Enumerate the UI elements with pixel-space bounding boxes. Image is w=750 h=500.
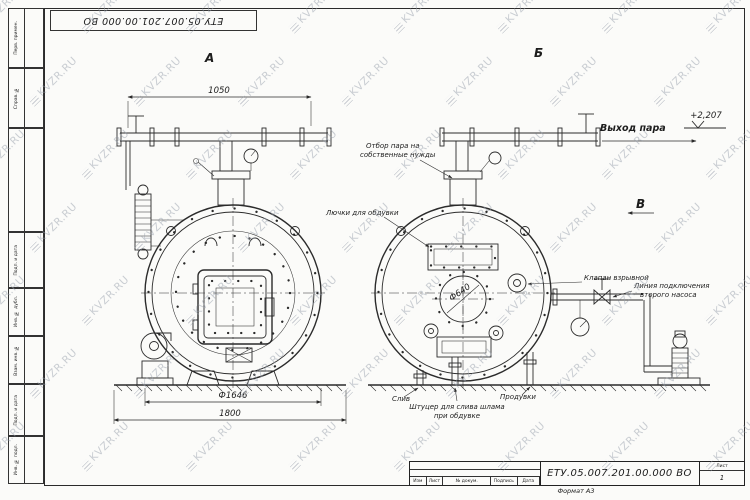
frame-stamp-label: Подп. и дата	[14, 394, 19, 426]
lifting-lug	[166, 226, 176, 236]
svg-text:1050: 1050	[208, 86, 230, 96]
handhole	[488, 325, 504, 341]
pressure-gauge	[243, 148, 259, 171]
frame-stamp-label: Инв. № дубл.	[14, 296, 19, 328]
title-block: Изм Лист № докум. Подпись Дата ЕТУ.05.00…	[409, 461, 745, 486]
top-doc-number-text: ЕТУ.05.007.201.00.000 ВО	[83, 15, 224, 26]
blow-off-hatch-bottom	[436, 336, 492, 358]
frame-stamp-cell: Подп. и дата	[8, 232, 44, 288]
frame-stamp-label: Инв. № подл.	[14, 444, 19, 476]
drain-label: Слив	[392, 395, 410, 403]
flange-bolts-ring	[147, 207, 319, 379]
title-block-sheet: Лист 1	[699, 462, 744, 485]
saddle-support	[186, 370, 220, 386]
view-v-arrow: В	[627, 197, 654, 215]
title-block-doc-number: ЕТУ.05.007.201.00.000 ВО	[547, 468, 692, 479]
blow-hatches-label: Лючки для обдувки	[325, 209, 399, 217]
dimension-top-width: 1050	[127, 86, 312, 128]
frame-stamp-label: Взам. инв. №	[14, 344, 19, 376]
sludge-drain-label: Штуцер для слива шлама	[409, 403, 504, 411]
door-hinge	[192, 283, 199, 295]
door-handle	[264, 297, 275, 317]
line-pressure-gauge	[570, 317, 590, 337]
own-needs-label: Отбор пара на	[366, 142, 420, 150]
top-inverted-doc-number: ЕТУ.05.007.201.00.000 ВО	[50, 10, 257, 31]
door-hinge	[192, 319, 199, 331]
pump-piping	[551, 278, 672, 373]
col-izm: Изм	[410, 477, 427, 485]
title-block-revision-grid: Изм Лист № докум. Подпись Дата	[410, 462, 541, 485]
frame-stamp-cell: Взам. инв. №	[8, 336, 44, 384]
col-sign: Подпись	[491, 477, 518, 485]
svg-text:1800: 1800	[219, 409, 241, 419]
tube-stubs	[204, 237, 262, 247]
sheet-value: 1	[719, 474, 725, 482]
svg-text:+2,207: +2,207	[690, 111, 722, 121]
format-note: Формат А3	[557, 486, 595, 495]
view-a-label: А	[204, 51, 214, 65]
left-stamp-strip: Перв. примен. Справ. № Подп. и дата Инв.…	[8, 8, 44, 484]
safety-valve-lever	[193, 158, 215, 177]
lifting-lug	[290, 226, 300, 236]
explosion-valve	[507, 273, 527, 293]
steam-outlet-label: Выход пара	[600, 123, 666, 134]
svg-text:при обдувке: при обдувке	[434, 412, 480, 420]
annotations: Выход пара +2,207 В Отбор пара на собств…	[325, 111, 726, 420]
steam-dome	[211, 140, 251, 206]
handhole	[423, 323, 439, 339]
dimension-base-width: 1800	[113, 390, 347, 424]
frame-stamp-label: Перв. примен.	[14, 21, 19, 55]
svg-text:В: В	[636, 197, 645, 211]
pump-line-label: Линия подключения	[633, 282, 709, 290]
furnace-door	[192, 269, 275, 345]
svg-text:Ф1646: Ф1646	[219, 391, 249, 401]
frame-stamp-label: Справ. №	[14, 86, 19, 110]
view-b-label: Б	[534, 46, 543, 60]
steam-dome-rear	[443, 140, 483, 206]
dome-gauge	[479, 151, 502, 173]
frame-stamp-cell: Перв. примен.	[8, 8, 44, 68]
svg-text:второго насоса: второго насоса	[640, 291, 697, 299]
blowdown-label: Продувки	[500, 393, 536, 401]
steam-pipe-manifold-rear	[439, 113, 601, 147]
frame-stamp-cell: Инв. № подл.	[8, 436, 44, 484]
frame-stamp-cell: Справ. №	[8, 68, 44, 128]
drain-stubs	[413, 352, 537, 385]
view-b-rear-drawing: Б Ф640	[368, 46, 710, 392]
manhole: Ф640	[432, 268, 494, 330]
saddle-support	[246, 370, 280, 386]
frame-stamp-label: Подп. и дата	[14, 244, 19, 276]
frame-stamp-cell: Инв. № дубл.	[8, 288, 44, 336]
frame-stamp-cell: Подп. и дата	[8, 384, 44, 436]
explosion-valve-label: Клапан взрывной	[584, 274, 649, 282]
lifting-lug	[520, 226, 530, 236]
frame-stamp-cell	[8, 128, 44, 232]
ash-box	[225, 347, 253, 363]
ground-hatch	[369, 384, 707, 392]
dimension-shell-diameter: Ф1646	[144, 388, 322, 406]
sheet-label: Лист	[700, 462, 744, 471]
view-a-front-drawing: А	[113, 51, 347, 424]
elevation-mark: +2,207	[684, 111, 726, 129]
svg-text:собственные нужды: собственные нужды	[360, 151, 436, 159]
steam-pipe-manifold	[116, 115, 332, 147]
col-docnum: № докум.	[443, 477, 492, 485]
col-date: Дата	[518, 477, 540, 485]
water-gauge-column	[125, 141, 184, 260]
col-list: Лист	[427, 477, 444, 485]
pump-unit	[657, 330, 701, 386]
